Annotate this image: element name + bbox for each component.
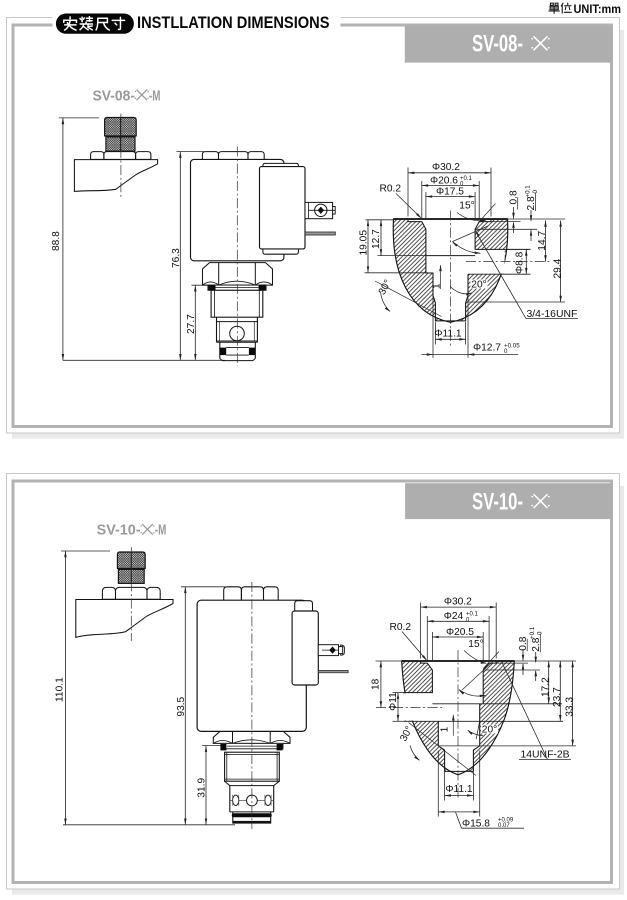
- svg-text:Φ17.5: Φ17.5: [436, 186, 464, 197]
- svg-text:Φ24: Φ24: [444, 611, 464, 622]
- svg-text:0.8: 0.8: [508, 190, 519, 204]
- svg-text:15°: 15°: [459, 201, 474, 212]
- svg-text:0.07: 0.07: [498, 823, 510, 829]
- svg-text:+0.09: +0.09: [498, 817, 514, 823]
- svg-text:3/4-16UNF: 3/4-16UNF: [527, 309, 578, 320]
- svg-text:0: 0: [460, 182, 464, 188]
- svg-text:Φ30.2: Φ30.2: [444, 596, 472, 607]
- svg-text:0: 0: [466, 617, 470, 623]
- svg-text:1: 1: [439, 726, 450, 732]
- svg-text:0: 0: [504, 348, 508, 355]
- svg-text:27.7: 27.7: [186, 314, 197, 334]
- svg-text:2.8: 2.8: [531, 637, 542, 651]
- svg-text:110.1: 110.1: [55, 677, 66, 702]
- svg-text:UNIT:mm: UNIT:mm: [574, 2, 622, 16]
- svg-text:Φ12.7: Φ12.7: [473, 342, 501, 353]
- svg-text:2.8: 2.8: [526, 196, 537, 210]
- svg-text:+0.1: +0.1: [524, 185, 531, 198]
- svg-text:R0.2: R0.2: [380, 184, 402, 195]
- svg-text:-M: -M: [149, 87, 161, 104]
- svg-text:+0.1: +0.1: [529, 626, 536, 639]
- svg-text:20°: 20°: [482, 725, 497, 736]
- svg-text:SV-08-: SV-08-: [472, 31, 523, 58]
- svg-text:R0.2: R0.2: [390, 622, 412, 633]
- svg-text:17.2: 17.2: [540, 677, 551, 697]
- svg-text:INSTLLATION DIMENSIONS: INSTLLATION DIMENSIONS: [137, 14, 330, 32]
- svg-text:SV-10-: SV-10-: [97, 522, 141, 539]
- svg-text:93.5: 93.5: [176, 696, 187, 716]
- svg-text:SV-08-: SV-08-: [93, 87, 136, 104]
- svg-text:18: 18: [370, 678, 381, 690]
- svg-text:31.9: 31.9: [197, 778, 208, 798]
- svg-text:Φ11.1: Φ11.1: [434, 329, 462, 340]
- svg-text:+0.05: +0.05: [504, 342, 520, 349]
- svg-text:Φ20.6: Φ20.6: [430, 175, 458, 186]
- svg-text:15°: 15°: [468, 639, 483, 650]
- svg-text:+0.1: +0.1: [460, 176, 473, 182]
- svg-text:14UNF-2B: 14UNF-2B: [521, 750, 570, 761]
- svg-text:Φ15.8: Φ15.8: [462, 818, 490, 829]
- svg-text:14.7: 14.7: [537, 231, 548, 251]
- svg-text:0.8: 0.8: [518, 636, 529, 650]
- svg-text:12.7: 12.7: [371, 229, 382, 249]
- svg-text:Φ20.5: Φ20.5: [446, 627, 474, 638]
- svg-text:1: 1: [432, 283, 443, 289]
- svg-text:20°: 20°: [471, 280, 486, 291]
- svg-text:23.7: 23.7: [552, 687, 563, 707]
- svg-text:Φ11.1: Φ11.1: [445, 784, 473, 795]
- svg-text:Φ11: Φ11: [388, 692, 399, 711]
- svg-text:33.3: 33.3: [564, 697, 575, 717]
- svg-text:88.8: 88.8: [51, 231, 62, 251]
- svg-text:Φ30.2: Φ30.2: [432, 162, 460, 173]
- svg-text:-M: -M: [155, 522, 167, 539]
- svg-text:19.05: 19.05: [359, 230, 370, 256]
- svg-text:29.4: 29.4: [552, 258, 563, 278]
- svg-text:0: 0: [532, 190, 539, 194]
- svg-text:+0.1: +0.1: [466, 612, 479, 618]
- svg-text:0: 0: [537, 631, 544, 635]
- svg-text:Φ8.8: Φ8.8: [515, 251, 526, 274]
- svg-text:76.3: 76.3: [171, 248, 182, 268]
- svg-text:SV-10-: SV-10-: [472, 489, 523, 516]
